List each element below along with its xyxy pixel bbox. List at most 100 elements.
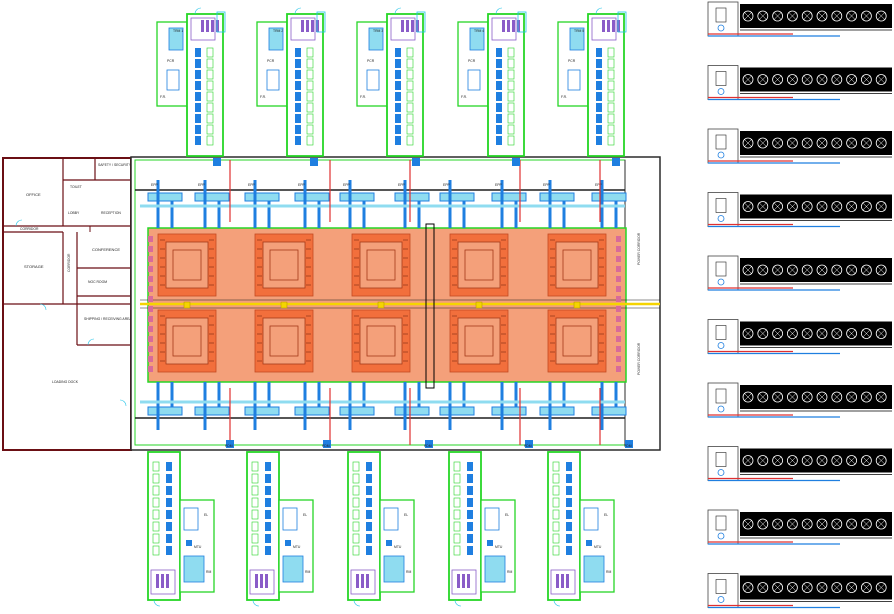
fan-blade xyxy=(773,265,782,275)
switchgear xyxy=(715,198,727,213)
battery-cabinet xyxy=(467,498,473,507)
fan xyxy=(875,518,887,530)
fan xyxy=(801,518,813,530)
fan xyxy=(757,137,769,149)
pdm-label: PDM xyxy=(624,444,632,448)
fan xyxy=(875,328,887,339)
fan xyxy=(861,10,872,22)
ups-cabinet xyxy=(453,521,461,532)
battery-cabinet xyxy=(566,534,572,543)
ups-cabinet xyxy=(453,545,461,556)
transformer xyxy=(383,555,405,583)
battery-cabinet xyxy=(467,486,473,495)
fan xyxy=(831,264,843,276)
fan-blade xyxy=(743,456,753,465)
fan xyxy=(742,582,754,593)
fan xyxy=(757,74,769,85)
fan-blade xyxy=(788,392,797,402)
door-swing xyxy=(353,599,361,607)
perimeter-unit xyxy=(148,286,153,292)
purple-cabinet xyxy=(556,574,559,588)
fan-blade xyxy=(773,456,782,465)
fan-blade xyxy=(788,138,797,148)
purple-cabinet xyxy=(316,20,319,32)
battery-cabinet xyxy=(596,48,602,57)
fan xyxy=(831,10,843,22)
fan-blade xyxy=(788,519,797,529)
fan xyxy=(787,264,798,276)
fan-blade xyxy=(817,138,827,148)
pdm-label: PDM xyxy=(424,444,432,448)
fan-blade xyxy=(877,138,886,148)
ups-cabinet xyxy=(406,80,414,91)
fan-blade xyxy=(743,329,753,338)
fan-blade xyxy=(773,75,782,84)
ups-cabinet xyxy=(206,135,214,146)
ups-cabinet xyxy=(206,113,214,124)
battery-cabinet xyxy=(195,136,201,145)
fan xyxy=(861,455,872,466)
fan xyxy=(772,137,783,149)
room-label-toilet: TOILET xyxy=(70,185,82,189)
fan-blade xyxy=(758,75,767,84)
door-swing xyxy=(119,399,127,407)
pdm-label: PDM xyxy=(322,444,330,448)
generator-unit xyxy=(707,1,892,37)
fan-blade xyxy=(832,138,841,148)
fan-blade xyxy=(847,202,856,211)
fan xyxy=(801,455,813,466)
fan xyxy=(875,201,887,212)
rm-label: RM xyxy=(206,570,211,574)
fan-blade xyxy=(788,456,797,465)
fan-blade xyxy=(803,456,812,465)
fan-blade xyxy=(817,75,827,84)
fan-blade xyxy=(758,138,767,148)
room-label-office: OFFICE xyxy=(26,192,41,197)
fan xyxy=(846,74,857,85)
battery-cabinet xyxy=(166,474,172,483)
perimeter-unit xyxy=(148,326,153,332)
rm-label: RM xyxy=(305,570,310,574)
mtu-label: MTU xyxy=(394,545,402,549)
crah-unit xyxy=(439,406,475,416)
crah-unit xyxy=(244,406,280,416)
generator-unit xyxy=(707,128,892,164)
rack-row xyxy=(562,249,592,281)
fan-blade xyxy=(847,11,856,21)
fan-blade xyxy=(758,329,767,338)
ups-cabinet xyxy=(406,124,414,135)
fan-blade xyxy=(743,11,753,21)
ups-cabinet xyxy=(251,533,259,544)
fan-blade xyxy=(847,138,856,148)
el-label: EL xyxy=(604,513,608,517)
purple-cabinet xyxy=(561,574,564,588)
fr-label: F.R. xyxy=(360,95,366,99)
hot-aisle xyxy=(165,317,209,365)
fan-blade xyxy=(832,329,841,338)
perimeter-unit xyxy=(148,356,153,362)
battery-cabinet xyxy=(496,59,502,68)
pump-unit xyxy=(323,440,331,448)
fan-blade xyxy=(847,265,856,275)
perimeter-unit xyxy=(616,286,621,292)
valve xyxy=(717,24,725,32)
ups-cabinet xyxy=(507,135,515,146)
purple-cabinet xyxy=(255,574,258,588)
pcr-label: PCR xyxy=(167,59,175,63)
battery-cabinet xyxy=(366,534,372,543)
fan xyxy=(831,137,843,149)
fan xyxy=(801,10,813,22)
ups-cabinet xyxy=(607,69,615,80)
ups-cabinet xyxy=(352,521,360,532)
fr-label: F.R. xyxy=(561,95,567,99)
fan xyxy=(816,518,828,530)
pdm-label: PDM xyxy=(524,444,532,448)
battery-cabinet xyxy=(265,498,271,507)
purple-cabinet xyxy=(502,20,505,32)
ups-cabinet xyxy=(607,80,615,91)
battery-cabinet xyxy=(566,522,572,531)
fan-blade xyxy=(743,519,753,529)
epp-label: EPP xyxy=(495,183,503,187)
